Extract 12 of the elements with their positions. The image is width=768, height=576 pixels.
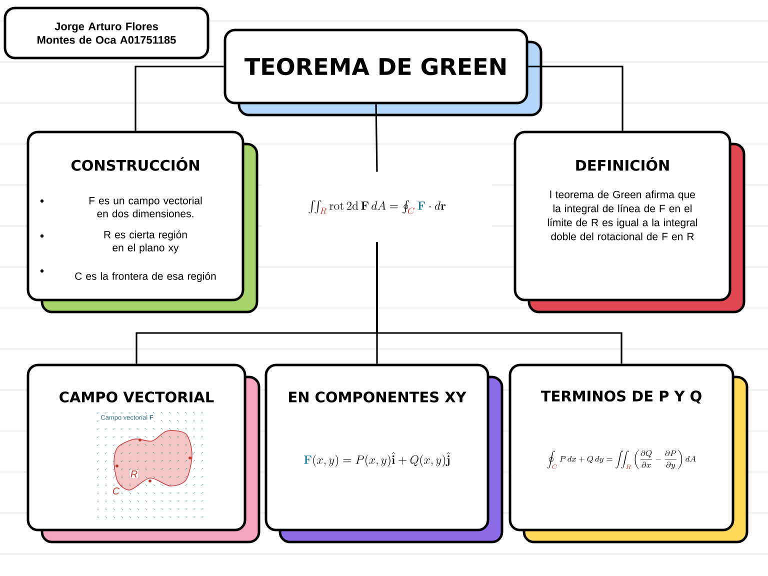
concept-box: TERMINOS DE P Y Q $\oint_{\textcolor[HTML]{C0392B}{C}} P\,dx + Q\,dy = \iint_{\textcolor[HTML]{C0392B}{R}} \left(\frac{\partial Q}{\partial x} - \frac{\partial P}{\partial y}\right) dA$ bbox=[508, 364, 748, 544]
connector-line bbox=[528, 66, 624, 131]
connector-line bbox=[375, 104, 378, 172]
connector-line bbox=[376, 242, 622, 364]
formula-box: $\iint_{\textcolor[HTML]{C0392B}{R}} \operatorname{rot} 2\mathrm{d}\,\mathbf{F}\,dA = \oint_{\textcolor[HTML]{C0392B}{C}} \textcolor[HTML]{1F7A9A}{\mathbf{F}}\cdot d\mathbf{r}$ bbox=[262, 172, 492, 242]
concept-box: EN COMPONENTES XY $\textcolor[HTML]{1F7A9A}{\mathbf{F}}(x,y) = P(x,y)\hat{\mathbf{i}} + Q(x,y)\hat{\mathbf{j}}$ bbox=[264, 364, 504, 544]
connector-line bbox=[134, 66, 224, 131]
author-box: Jorge Arturo Flores Montes de Oca A01751185 bbox=[4, 6, 210, 60]
concept-box: DEFINICIÓN l teorema de Green afirma que la integral de línea de F en el límite de R es igual a la integral doble del rotacional de F en R bbox=[514, 130, 746, 314]
title-box: TEOREMA DE GREEN bbox=[224, 28, 542, 116]
node-label: $\iint_{\textcolor[HTML]{C0392B}{R}} \operatorname{rot} 2\mathrm{d}\,\mathbf{F}\,dA = \oint_{\textcolor[HTML]{C0392B}{C}} \textcolor[HTML]{1F7A9A}{\mathbf{F}}\cdot d\mathbf{r}$ bbox=[308, 200, 446, 214]
concept-box: CONSTRUCCIÓN F es un campo vectorial en dos dimensiones. R es cierta región en el plano xy C es la frontera de esa región bbox=[26, 130, 258, 314]
